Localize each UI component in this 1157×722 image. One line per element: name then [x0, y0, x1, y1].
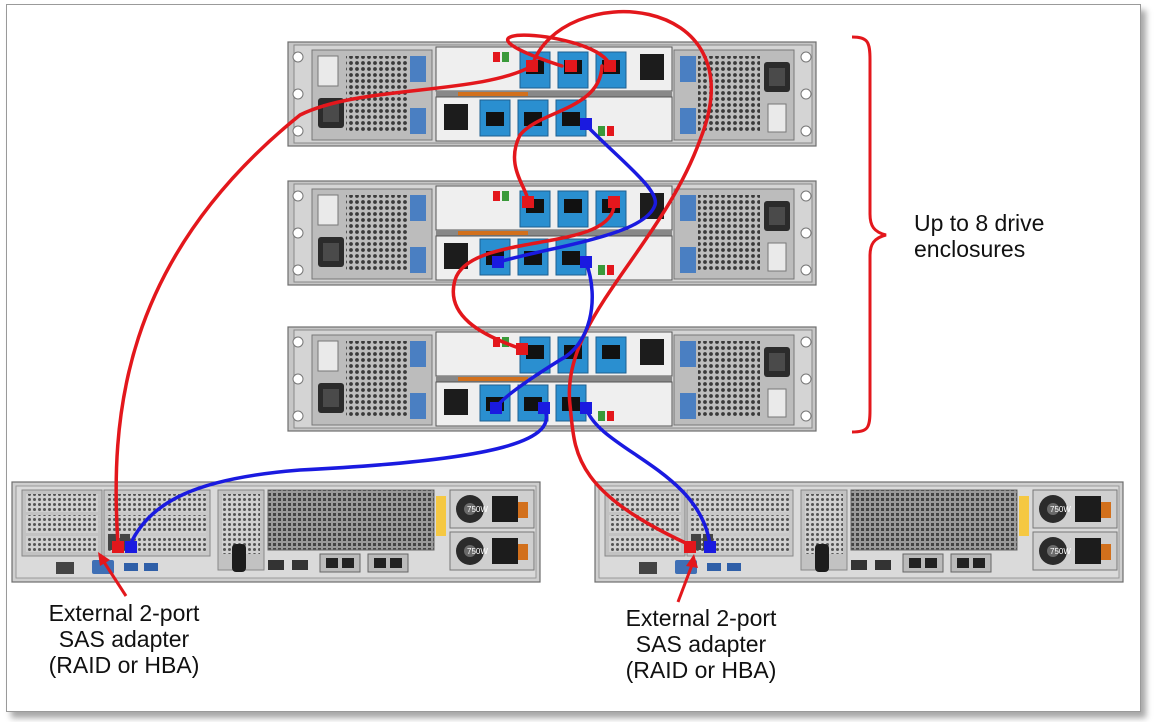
server-right: [594, 481, 1124, 583]
blue-connector: [704, 541, 716, 553]
pointer-arrowhead-left: [98, 552, 110, 566]
blue-cable-server1-to-enclosure3: [128, 406, 549, 547]
red-connector: [604, 60, 616, 72]
cable-connectors: [112, 60, 716, 553]
pointer-arrow-left: [102, 561, 128, 597]
psu-label: 750W: [1050, 505, 1071, 514]
adapter-label-right: External 2-port SAS adapter (RAID or HBA…: [625, 605, 777, 683]
blue-connector: [580, 118, 592, 130]
blue-connector: [490, 402, 502, 414]
blue-connector: [580, 256, 592, 268]
adapter-label-left: External 2-port SAS adapter (RAID or HBA…: [48, 600, 200, 678]
blue-cable-enc2-to-enc3: [494, 260, 594, 410]
adapter-pointers: [98, 552, 698, 603]
pointer-arrow-right: [676, 564, 694, 603]
drive-enclosure-2: [287, 180, 817, 286]
enclosure-count-label: Up to 8 drive enclosures: [914, 210, 1045, 262]
blue-cable-group: [128, 123, 712, 547]
psu-label: 750W: [467, 547, 488, 556]
blue-connector: [125, 541, 137, 553]
red-connector: [516, 343, 528, 355]
red-connector: [565, 60, 577, 72]
drive-enclosure-1: [287, 41, 817, 147]
red-connector: [608, 196, 620, 208]
blue-connector: [492, 256, 504, 268]
blue-cable-server2-to-enclosure3: [584, 406, 712, 547]
red-connector: [684, 541, 696, 553]
red-cable-top-loop: [506, 33, 612, 68]
psu-label: 750W: [467, 505, 488, 514]
blue-connector: [538, 402, 550, 414]
psu-label: 750W: [1050, 547, 1071, 556]
red-connector: [526, 60, 538, 72]
blue-connector: [580, 402, 592, 414]
red-cable-enc2-to-enc3: [451, 198, 616, 351]
red-connector: [522, 196, 534, 208]
blue-cable-enc1-to-enc2: [496, 123, 658, 264]
red-cable-server2-to-enclosure: [530, 9, 713, 547]
server-left: [11, 481, 541, 583]
red-cable-enc1-to-enc2: [512, 64, 604, 202]
drive-enclosure-3: [287, 326, 817, 432]
pointer-arrowhead-right: [686, 554, 698, 568]
red-cable-server1-to-enclosure1: [114, 64, 534, 547]
red-cable-group: [114, 9, 713, 547]
red-connector: [112, 541, 124, 553]
enclosure-range-bracket: [851, 35, 887, 434]
